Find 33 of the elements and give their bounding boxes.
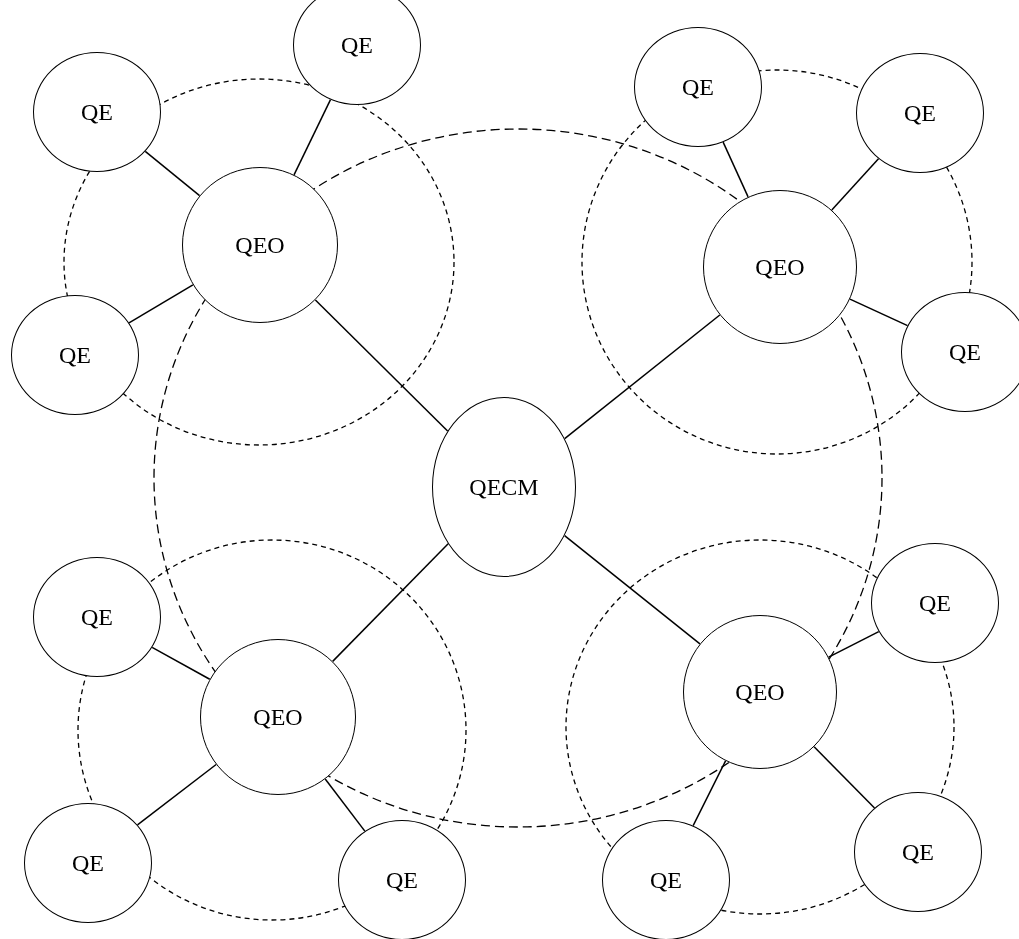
connector-line — [144, 150, 201, 197]
connector-line — [692, 760, 727, 827]
connector-line — [324, 778, 366, 832]
connector-line — [128, 284, 194, 324]
node-label: QE — [919, 589, 951, 617]
node-label: QE — [341, 31, 373, 59]
connector-line — [563, 314, 721, 440]
connector-line — [849, 298, 909, 327]
connector-line — [813, 746, 876, 809]
node-label: QE — [59, 341, 91, 369]
node-label: QECM — [469, 473, 539, 501]
node-label: QE — [902, 838, 934, 866]
node-label: QEO — [735, 678, 785, 706]
node-label: QE — [81, 603, 113, 631]
node-label: QE — [72, 849, 104, 877]
node-label: QE — [682, 73, 714, 101]
node-label: QE — [949, 338, 981, 366]
node-label: QE — [81, 98, 113, 126]
connector-line — [331, 543, 449, 663]
node-label: QE — [650, 866, 682, 894]
node-label: QEO — [253, 703, 303, 731]
node-label: QE — [904, 99, 936, 127]
connector-line — [827, 630, 880, 658]
node-label: QEO — [235, 231, 285, 259]
connector-line — [136, 763, 217, 826]
connector-line — [831, 157, 880, 211]
node-label: QE — [386, 866, 418, 894]
connector-line — [314, 299, 449, 432]
node-label: QEO — [755, 253, 805, 281]
connector-line — [722, 141, 749, 198]
connector-line — [151, 646, 211, 681]
connector-line — [293, 98, 332, 176]
connector-line — [563, 534, 701, 645]
